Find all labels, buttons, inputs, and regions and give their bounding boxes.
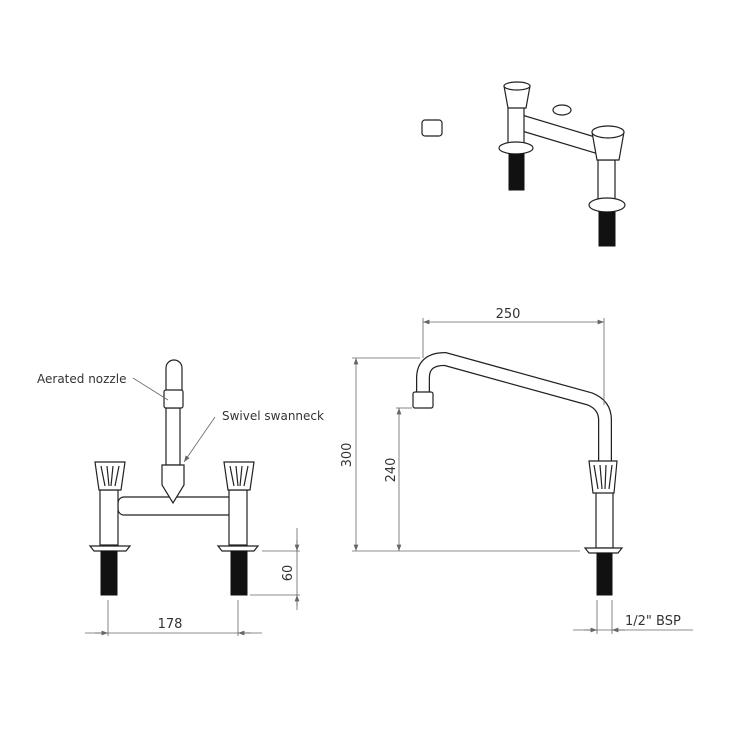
dim-tap-centres: 178	[158, 617, 183, 632]
side-view: 250 300 240 1/2" BSP	[340, 307, 693, 634]
handle-left	[94, 461, 126, 491]
swivel-body	[161, 464, 185, 505]
aerated-nozzle	[163, 389, 184, 409]
label-aerated-nozzle: Aerated nozzle	[37, 372, 126, 386]
dim-overall-height: 300	[340, 443, 355, 468]
dim-outlet-height: 240	[384, 458, 399, 483]
isometric-view	[421, 56, 626, 247]
spout	[417, 353, 611, 462]
dim-spout-reach: 250	[496, 307, 521, 322]
swanneck-pipe	[165, 407, 181, 466]
label-swivel-swanneck: Swivel swanneck	[222, 409, 324, 423]
side-nozzle	[412, 391, 434, 409]
side-shank	[596, 552, 613, 596]
front-view: Aerated nozzle Swivel swanneck 60 178	[37, 359, 324, 636]
dim-thread: 1/2" BSP	[625, 614, 681, 629]
crossbar	[117, 496, 237, 516]
dim-shank-length: 60	[281, 565, 296, 582]
side-handle	[588, 460, 618, 494]
iso-nozzle	[421, 119, 443, 137]
handle-right	[223, 461, 255, 491]
shank-left	[100, 550, 118, 596]
shank-right	[230, 550, 248, 596]
